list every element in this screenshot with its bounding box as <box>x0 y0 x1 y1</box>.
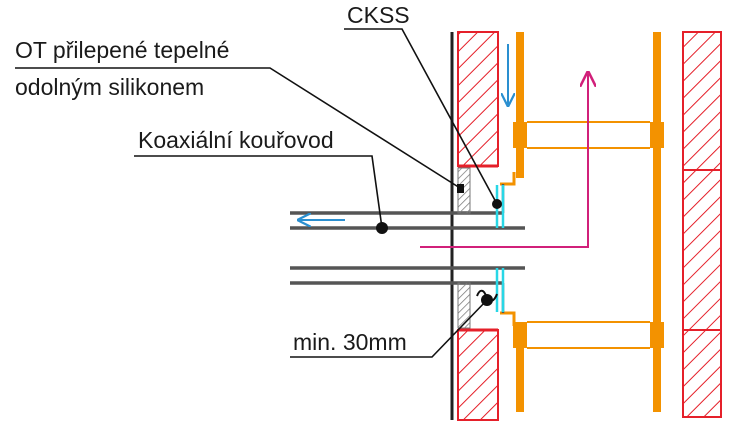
wall-masonry <box>450 31 499 421</box>
silicone-fill <box>457 167 471 329</box>
leader-min-gap <box>290 299 488 358</box>
label-ckss: CKSS <box>347 2 410 28</box>
leader-lines <box>15 28 498 358</box>
label-ot-line1: OT přilepené tepelné <box>15 37 229 63</box>
leader-ot <box>15 67 461 189</box>
label-min-gap: min. 30mm <box>293 329 407 355</box>
min-gap-wavy-line <box>476 289 498 302</box>
leader-ckss <box>344 28 498 205</box>
chimney-liner <box>500 32 664 412</box>
leader-flue <box>134 155 383 229</box>
wall-lower <box>457 329 499 421</box>
coaxial-flue-pipe <box>290 184 525 313</box>
right-masonry <box>682 31 722 418</box>
leader-markers <box>376 184 502 306</box>
label-ot-line2: odolným silikonem <box>15 74 204 100</box>
label-flue: Koaxiální kouřovod <box>138 127 334 153</box>
wall-upper <box>457 31 499 167</box>
flue-gas-arrow-icon <box>420 74 588 248</box>
